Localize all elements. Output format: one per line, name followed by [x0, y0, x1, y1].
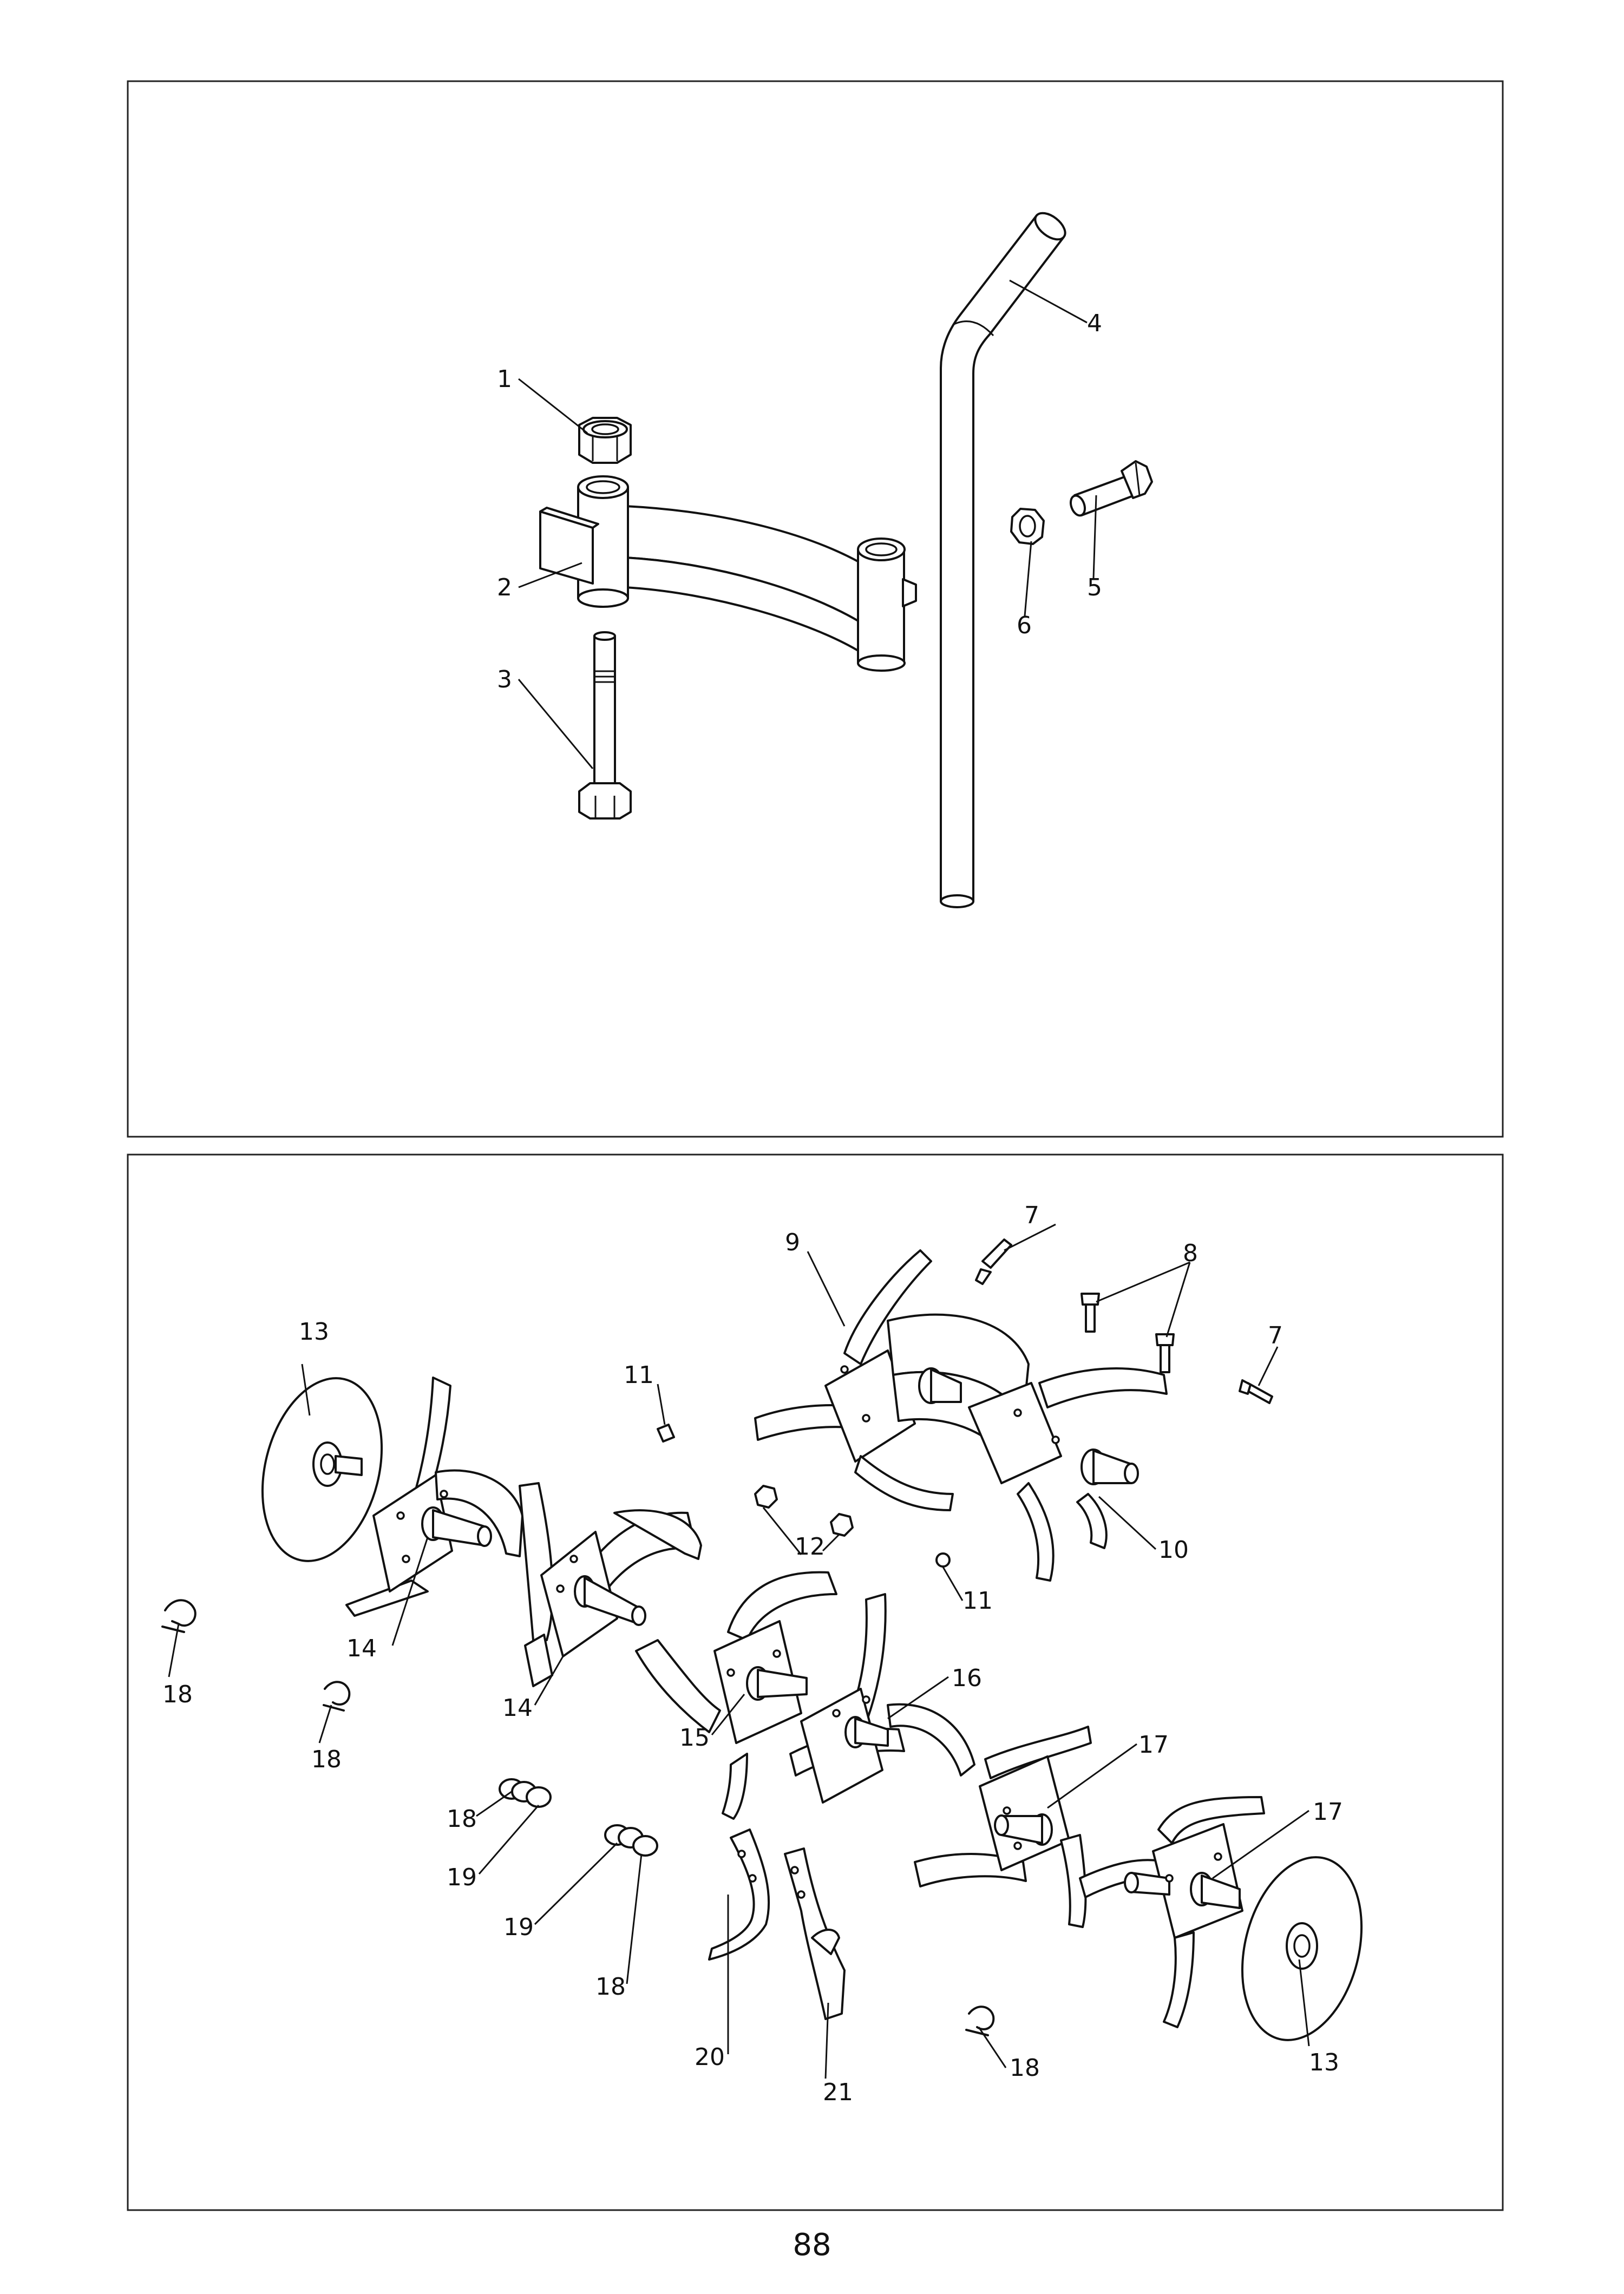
callout-1: 1: [497, 365, 512, 393]
spring-19-a: [526, 1786, 552, 1808]
callout-17-centre: 17: [1138, 1731, 1169, 1759]
panel-frame-bottom: [127, 1153, 1504, 2211]
callout-13-left: 13: [299, 1318, 329, 1346]
tine-assembly-17-centre: [914, 1726, 1092, 1928]
short-bolt-part: [1069, 460, 1153, 517]
callout-18-d: 18: [595, 1973, 626, 2001]
callout-6: 6: [1017, 612, 1032, 639]
clips-and-springs: [161, 1599, 995, 2036]
callout-20: 20: [695, 2043, 725, 2071]
small-hardware: [657, 1238, 1273, 1568]
callout-13-right: 13: [1309, 2049, 1339, 2076]
callouts-bottom: 7 7 8 9 10 11 11 12 13 13 14 14 15 16 17…: [162, 1202, 1343, 2106]
leader-lines-top: [518, 279, 1097, 769]
tine-assembly-16: [789, 1593, 975, 1804]
lock-nut-part: [578, 417, 632, 464]
nut-12-b: [830, 1513, 854, 1537]
handle-tube-part: [940, 212, 1066, 908]
tine-assembly-17-right: [1079, 1796, 1265, 2028]
callout-19-a: 19: [447, 1864, 477, 1891]
callout-2: 2: [497, 574, 512, 601]
callout-21: 21: [823, 2079, 853, 2106]
callout-16: 16: [952, 1664, 982, 1692]
callout-3: 3: [497, 666, 512, 693]
callout-14-centre: 14: [502, 1694, 533, 1722]
callouts-top: 1 2 3 4 5 6: [497, 310, 1102, 693]
nut-12-a: [754, 1485, 778, 1509]
long-bolt-part: [578, 631, 632, 820]
side-disc-right-part: [1241, 1856, 1363, 2041]
tine-assembly-9-10: [754, 1249, 1168, 1582]
panel-frame-top: [127, 80, 1504, 1138]
callout-8: 8: [1183, 1240, 1198, 1267]
clip-18-d: [968, 2005, 995, 2030]
clip-18-a: [164, 1599, 197, 1627]
wheel-bracket-part: [539, 475, 917, 672]
blade-20-part: [708, 1828, 770, 1961]
panel-tiller-tines: 7 7 8 9 10 11 11 12 13 13 14 14 15 16 17…: [127, 1153, 1504, 2211]
callout-10: 10: [1158, 1536, 1189, 1564]
bolt-8-b: [1160, 1341, 1170, 1373]
callout-18-b: 18: [311, 1746, 342, 1773]
clip-18-b: [324, 1681, 351, 1706]
callout-11-a: 11: [624, 1361, 654, 1389]
tine-assembly-14-left: [345, 1377, 523, 1617]
callout-5: 5: [1087, 574, 1102, 601]
callout-12: 12: [795, 1533, 825, 1561]
page-number: 88: [793, 2227, 831, 2263]
callout-14-left: 14: [346, 1635, 377, 1662]
bolt-8-a: [1085, 1301, 1096, 1333]
nut-11-a: [657, 1424, 675, 1443]
callout-18-e: 18: [1010, 2054, 1040, 2082]
callout-7-top: 7: [1024, 1202, 1039, 1229]
callout-9: 9: [785, 1229, 800, 1256]
side-disc-left-part: [261, 1377, 383, 1562]
callout-17-right: 17: [1313, 1798, 1343, 1826]
nut-11-b: [935, 1552, 951, 1568]
callout-15: 15: [679, 1724, 710, 1752]
hex-nut-part: [1010, 508, 1045, 545]
tine-assembly-15: [635, 1571, 837, 1820]
callout-18-c: 18: [447, 1805, 477, 1833]
callout-11-b: 11: [962, 1587, 993, 1615]
blade-21-part: [784, 1847, 846, 2020]
callout-18-a: 18: [162, 1681, 193, 1708]
tine-assembly-14-centre: [519, 1482, 702, 1687]
leader-lines-bottom: [168, 1223, 1310, 2079]
callout-4: 4: [1087, 310, 1102, 337]
callout-7-right: 7: [1268, 1322, 1283, 1349]
callout-19-b: 19: [503, 1913, 534, 1941]
bolt-7-top: [981, 1238, 1012, 1269]
panel-handle-bracket: [127, 80, 1504, 1138]
clip-18-c: [632, 1835, 658, 1857]
